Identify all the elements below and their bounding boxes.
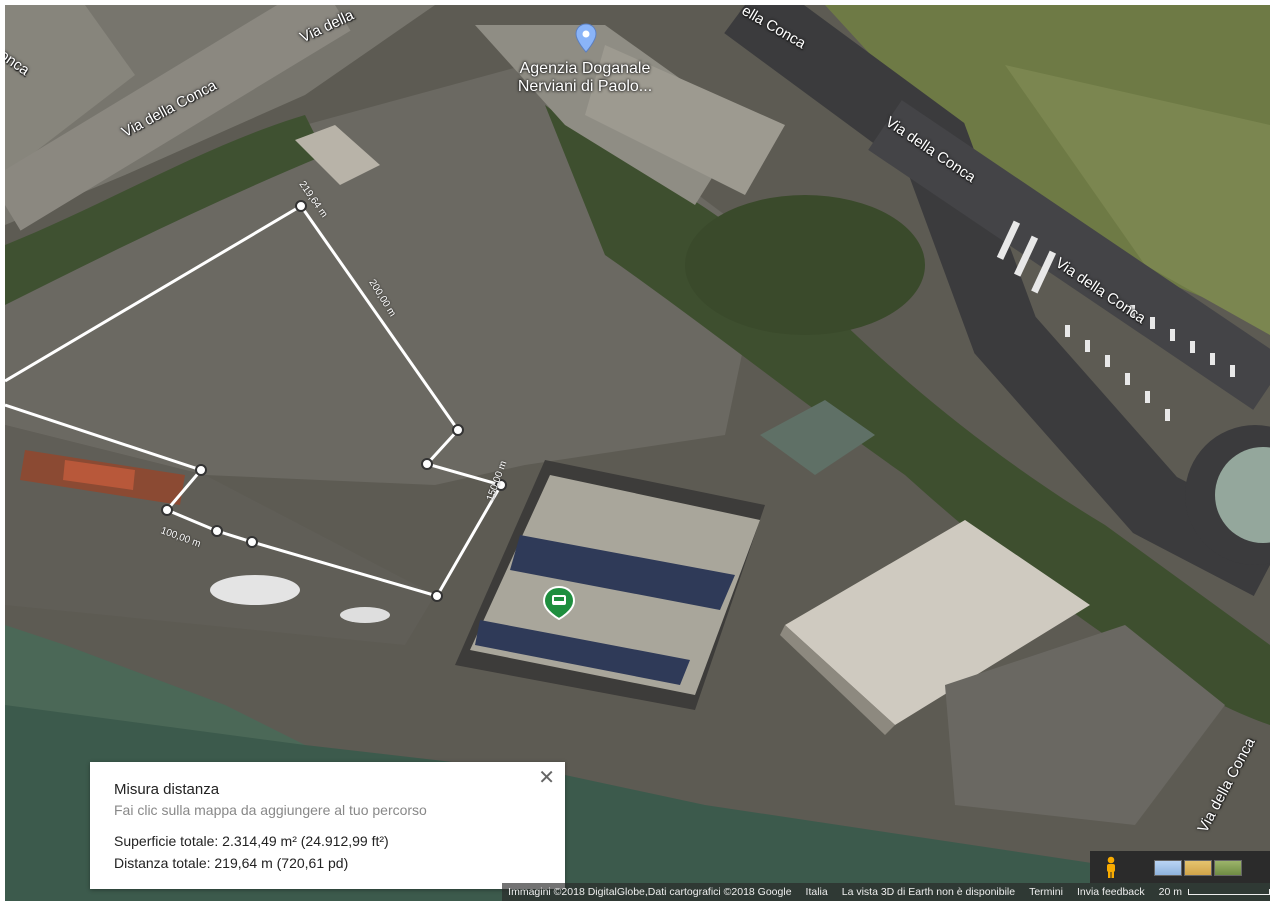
map-imagery bbox=[5, 5, 1270, 901]
measure-vertex[interactable] bbox=[495, 479, 507, 491]
layer-thumb-terrain[interactable] bbox=[1184, 860, 1212, 876]
measure-vertex[interactable] bbox=[195, 464, 207, 476]
close-icon[interactable]: ✕ bbox=[538, 767, 555, 789]
measure-vertex[interactable] bbox=[295, 200, 307, 212]
feedback-link[interactable]: Invia feedback bbox=[1076, 886, 1145, 898]
measure-vertex[interactable] bbox=[161, 504, 173, 516]
total-area: Superficie totale: 2.314,49 m² (24.912,9… bbox=[114, 833, 389, 849]
pegman-icon[interactable] bbox=[1104, 856, 1118, 878]
no-3d-notice: La vista 3D di Earth non è disponibile bbox=[841, 886, 1016, 898]
layer-thumb-satellite[interactable] bbox=[1214, 860, 1242, 876]
total-distance: Distanza totale: 219,64 m (720,61 pd) bbox=[114, 855, 349, 871]
scale-label: 20 m bbox=[1158, 886, 1182, 898]
bus-station-pin-icon[interactable] bbox=[542, 585, 576, 621]
map-controls bbox=[1090, 851, 1270, 883]
panel-hint: Fai clic sulla mappa da aggiungere al tu… bbox=[114, 802, 427, 818]
measure-vertex[interactable] bbox=[421, 458, 433, 470]
scale-line bbox=[1188, 889, 1270, 896]
measure-distance-panel: Misura distanza Fai clic sulla mappa da … bbox=[90, 762, 565, 889]
panel-title: Misura distanza bbox=[114, 781, 220, 798]
measure-vertex[interactable] bbox=[211, 525, 223, 537]
measure-vertex[interactable] bbox=[246, 536, 258, 548]
scale-bar[interactable]: 20 m bbox=[1159, 886, 1270, 898]
map-footer: Immagini ©2018 DigitalGlobe,Dati cartogr… bbox=[5, 883, 1270, 901]
measure-vertex[interactable] bbox=[452, 424, 464, 436]
layer-thumb-map[interactable] bbox=[1154, 860, 1182, 876]
location-pin-icon[interactable] bbox=[575, 23, 597, 53]
terms-link[interactable]: Termini bbox=[1029, 886, 1063, 898]
imagery-attribution: Immagini ©2018 DigitalGlobe,Dati cartogr… bbox=[508, 886, 792, 898]
country-label: Italia bbox=[805, 886, 828, 898]
poi-label[interactable]: Agenzia Doganale Nerviani di Paolo... bbox=[517, 60, 653, 95]
measure-vertex[interactable] bbox=[431, 590, 443, 602]
satellite-map[interactable]: 219,64 m 200,00 m 100,00 m 150,00 m Via … bbox=[5, 5, 1270, 901]
